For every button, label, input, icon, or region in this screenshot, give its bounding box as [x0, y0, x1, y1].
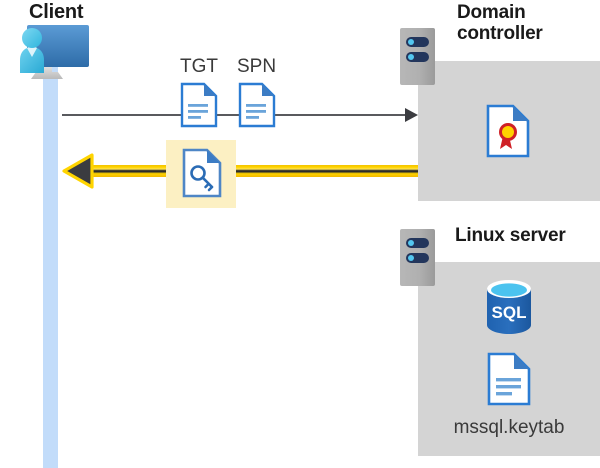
- spn-label: SPN: [237, 56, 277, 77]
- keytab-filename-label: mssql.keytab: [453, 417, 565, 438]
- request-arrow-line: [62, 114, 410, 116]
- rack-led-icon: [408, 240, 414, 246]
- sql-database-icon: SQL: [482, 278, 536, 336]
- linux-server-title: Linux server: [455, 225, 566, 246]
- spn-document-icon: [238, 82, 276, 128]
- linux-server-rack-icon: [400, 229, 435, 286]
- rack-led-icon: [408, 39, 414, 45]
- tgt-document-icon: [180, 82, 218, 128]
- key-document-icon: [182, 148, 222, 198]
- domain-controller-rack-icon: [400, 28, 435, 85]
- rack-led-icon: [408, 255, 414, 261]
- response-arrow-line: [78, 165, 418, 177]
- rack-led-icon: [408, 54, 414, 60]
- response-arrow-head-icon: [62, 152, 94, 190]
- rack-bay: [406, 52, 429, 62]
- rack-bay: [406, 238, 429, 248]
- keytab-document-icon: [487, 352, 531, 406]
- tgt-label: TGT: [180, 56, 218, 77]
- client-title: Client: [29, 1, 84, 23]
- certificate-document-icon: [486, 104, 530, 158]
- rack-bay: [406, 253, 429, 263]
- domain-controller-title: Domain controller: [457, 2, 543, 44]
- sql-label: SQL: [492, 303, 527, 322]
- rack-bay: [406, 37, 429, 47]
- client-lifeline: [43, 62, 58, 468]
- request-arrow-head-icon: [405, 108, 418, 122]
- client-user-monitor-icon: [8, 22, 94, 84]
